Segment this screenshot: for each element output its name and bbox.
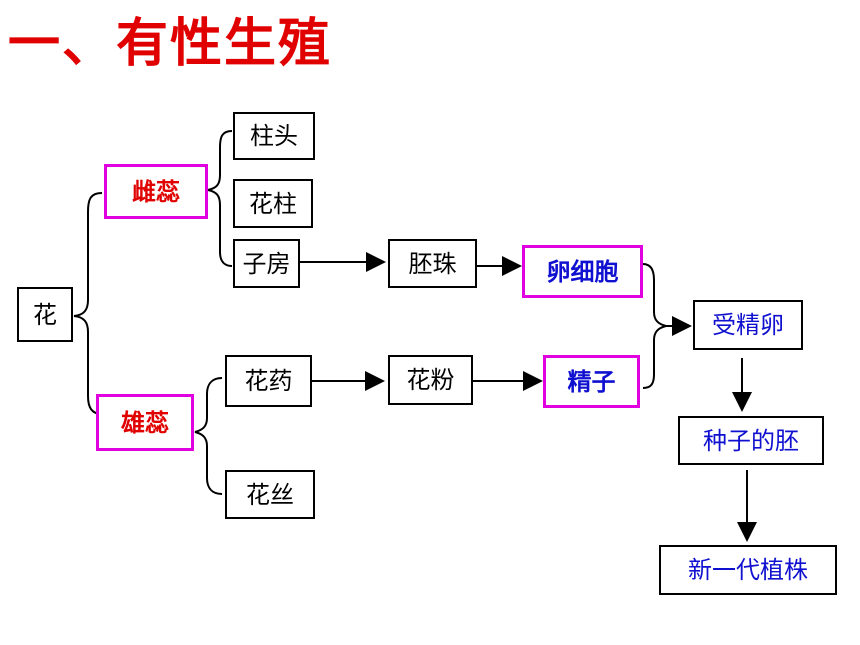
node-embryo: 种子的胚	[678, 416, 824, 465]
node-egg-cell: 卵细胞	[522, 245, 643, 298]
pistil-brace	[207, 130, 233, 267]
node-filament: 花丝	[225, 470, 315, 519]
node-pistil: 雌蕊	[104, 164, 208, 219]
node-anther: 花药	[225, 355, 312, 407]
node-style: 花柱	[233, 179, 313, 228]
node-zygote: 受精卵	[693, 300, 803, 350]
node-stigma: 柱头	[233, 112, 315, 160]
stamen-brace	[194, 377, 223, 495]
node-ovary: 子房	[233, 239, 300, 288]
node-stamen: 雄蕊	[96, 394, 194, 451]
fertilization-brace	[642, 263, 667, 389]
page-title: 一、有性生殖	[8, 14, 333, 74]
node-pollen: 花粉	[388, 355, 473, 405]
node-new-plant: 新一代植株	[659, 545, 837, 595]
node-ovule: 胚珠	[388, 239, 477, 288]
node-flower: 花	[17, 287, 73, 342]
node-sperm: 精子	[543, 355, 640, 408]
flower-brace	[73, 192, 103, 415]
